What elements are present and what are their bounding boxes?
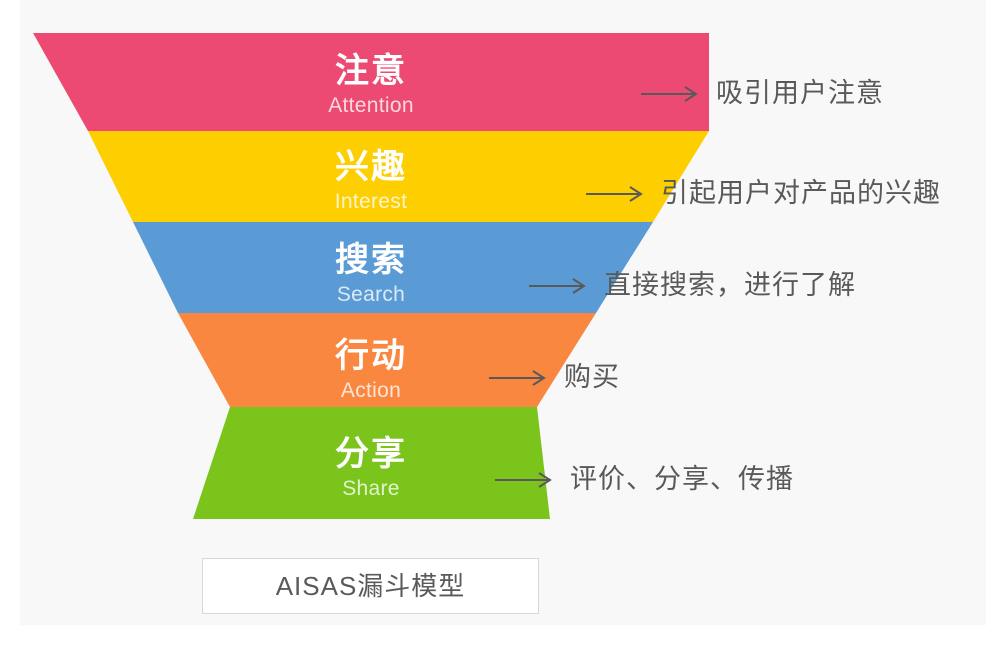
annotation-attention: 吸引用户注意 — [641, 80, 884, 107]
annotation-interest: 引起用户对产品的兴趣 — [586, 180, 941, 207]
annotation-search: 直接搜索，进行了解 — [529, 272, 856, 299]
caption-box: AISAS漏斗模型 — [202, 558, 539, 614]
annotation-search-text: 直接搜索，进行了解 — [604, 270, 856, 300]
annotation-interest-text: 引起用户对产品的兴趣 — [661, 178, 941, 208]
arrow-right-icon — [529, 277, 586, 294]
arrow-right-icon — [489, 369, 546, 386]
annotation-attention-text: 吸引用户注意 — [716, 78, 884, 108]
arrow-right-icon — [495, 471, 552, 488]
arrow-right-icon — [586, 185, 643, 202]
arrow-right-icon — [641, 85, 698, 102]
annotation-action-text: 购买 — [564, 362, 620, 392]
annotation-action: 购买 — [489, 364, 620, 391]
annotation-share: 评价、分享、传播 — [495, 466, 794, 493]
caption-label: AISAS漏斗模型 — [275, 571, 466, 601]
annotation-share-text: 评价、分享、传播 — [570, 464, 794, 494]
